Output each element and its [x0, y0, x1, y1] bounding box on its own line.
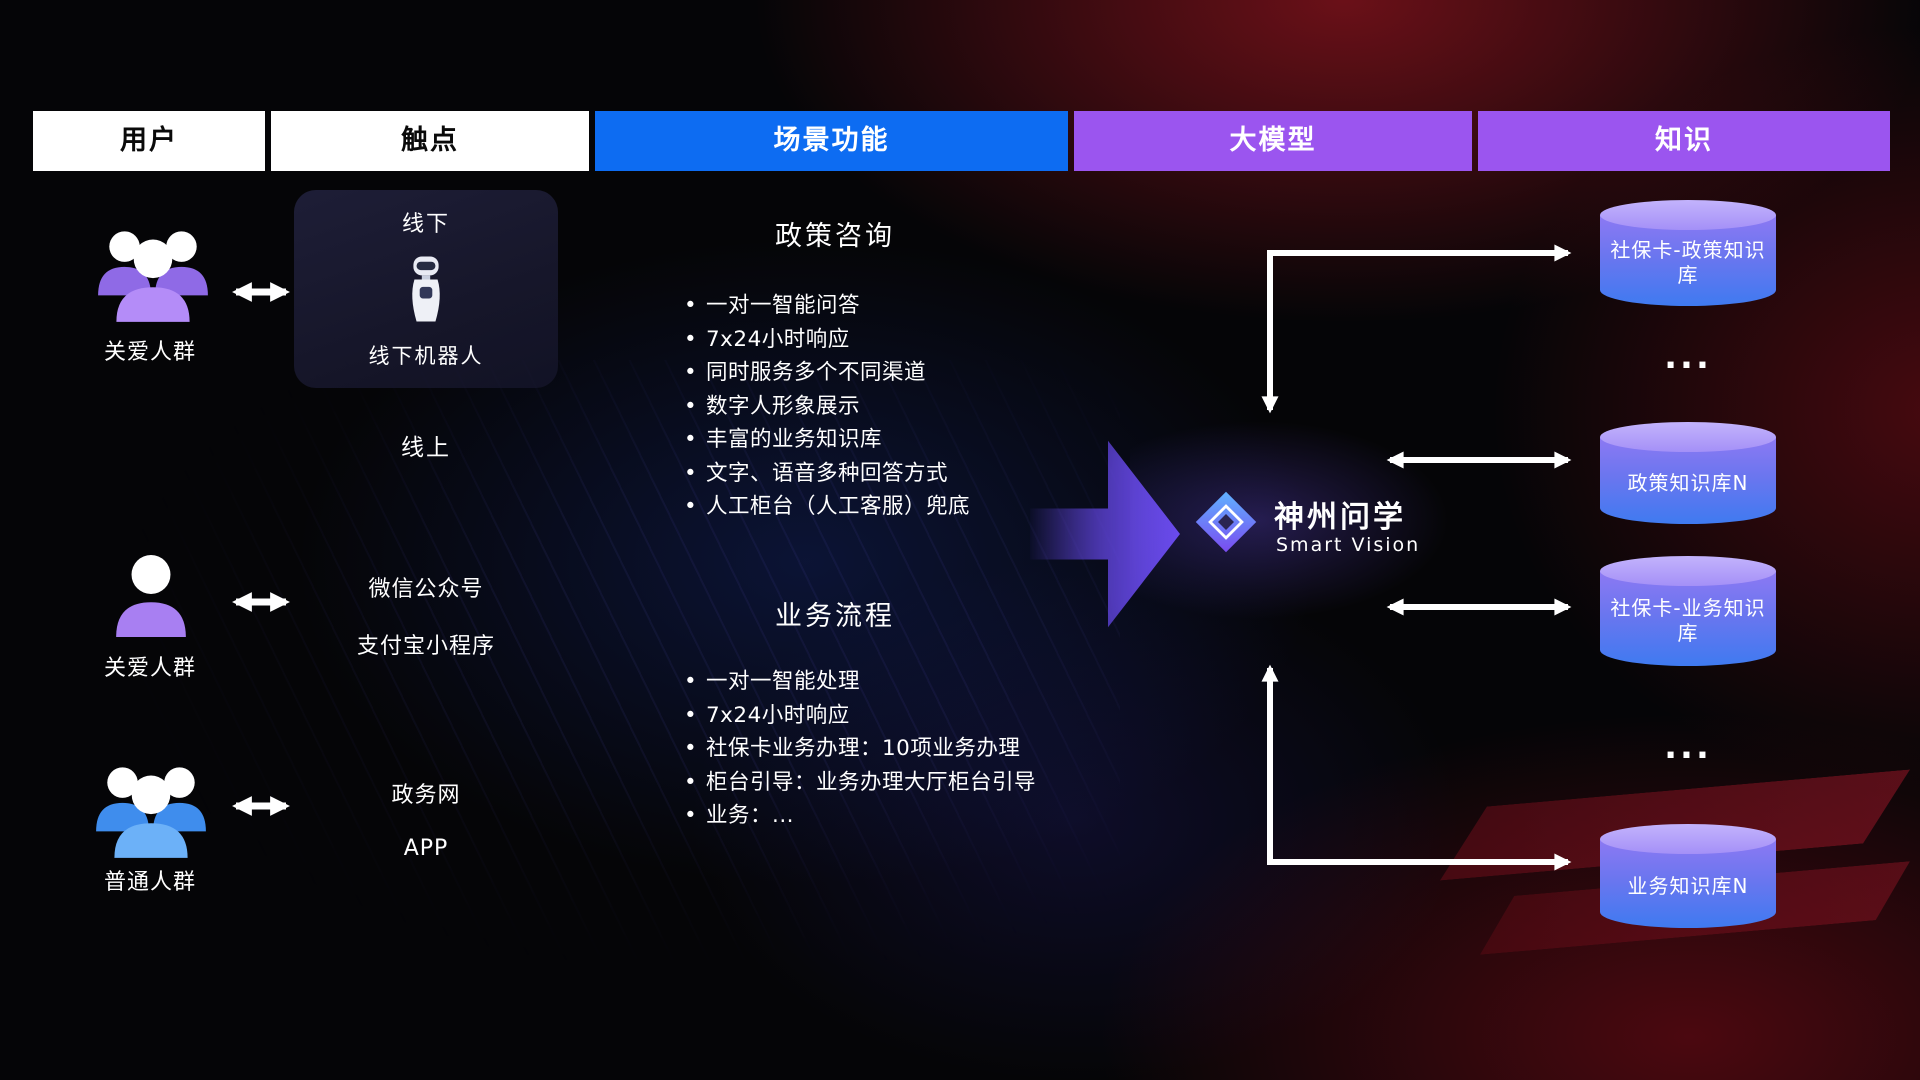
- scene-policy-item: 人工柜台（人工客服）兜底: [682, 490, 1112, 524]
- group-people-purple-icon: [92, 218, 214, 324]
- column-header-touchpoints: 触点: [271, 111, 589, 171]
- scene-title-business: 业务流程: [775, 601, 895, 632]
- model-name: 神州问学: [1274, 500, 1406, 535]
- cylinder-body: [1600, 571, 1776, 666]
- group-people-blue-icon: [90, 754, 212, 860]
- knowledge-db-business-n: 业务知识库N: [1600, 824, 1776, 928]
- offline-touchpoint-panel: 线下 线下机器人: [294, 190, 558, 388]
- touchpoint-app: APP: [403, 836, 449, 861]
- ellipsis-dots: ...: [1664, 337, 1712, 377]
- knowledge-db-label: 社保卡-政策知识库: [1610, 238, 1766, 287]
- knowledge-db-label: 社保卡-业务知识库: [1610, 596, 1766, 645]
- knowledge-db-label: 政策知识库N: [1627, 470, 1749, 495]
- touchpoint-alipay: 支付宝小程序: [356, 634, 495, 659]
- knowledge-db-policy-n: 政策知识库N: [1600, 422, 1776, 524]
- scene-business-list: 一对一智能处理 7x24小时响应 社保卡业务办理：10项业务办理 柜台引导：业务…: [682, 665, 1112, 833]
- offline-robot-label: 线下机器人: [368, 344, 484, 368]
- user-label-care-group-1: 关爱人群: [103, 340, 196, 365]
- scene-policy-list: 一对一智能问答 7x24小时响应 同时服务多个不同渠道 数字人形象展示 丰富的业…: [682, 289, 1112, 524]
- column-header-users: 用户: [33, 111, 265, 171]
- single-person-purple-icon: [110, 550, 192, 638]
- scene-policy-item: 7x24小时响应: [682, 323, 1112, 357]
- column-header-model: 大模型: [1074, 111, 1472, 171]
- column-header-scenes: 场景功能: [595, 111, 1068, 171]
- scene-policy-item: 丰富的业务知识库: [682, 423, 1112, 457]
- user-label-care-group-2: 关爱人群: [103, 656, 196, 681]
- knowledge-db-socialcard-business: 社保卡-业务知识库: [1600, 556, 1776, 666]
- model-subtitle: Smart Vision: [1276, 534, 1421, 556]
- scene-business-item: 柜台引导：业务办理大厅柜台引导: [682, 766, 1112, 800]
- scene-business-item: 社保卡业务办理：10项业务办理: [682, 732, 1112, 766]
- touchpoint-wechat: 微信公众号: [368, 577, 484, 602]
- cylinder-body: [1600, 215, 1776, 306]
- smart-vision-logo-icon: [1190, 486, 1262, 558]
- user-label-general-group: 普通人群: [103, 870, 196, 895]
- ellipsis-dots: ...: [1664, 727, 1712, 767]
- cylinder-top: [1600, 422, 1776, 452]
- scene-title-policy: 政策咨询: [775, 221, 895, 252]
- scene-business-item: 一对一智能处理: [682, 665, 1112, 699]
- scene-policy-item: 同时服务多个不同渠道: [682, 356, 1112, 390]
- knowledge-db-socialcard-policy: 社保卡-政策知识库: [1600, 200, 1776, 306]
- robot-icon: [405, 253, 447, 325]
- offline-title: 线下: [401, 212, 450, 237]
- model-knowledge-arrow-top-L: [1261, 244, 1572, 414]
- scene-policy-item: 文字、语音多种回答方式: [682, 457, 1112, 491]
- touchpoint-gov-site: 政务网: [391, 783, 461, 808]
- cylinder-top: [1600, 824, 1776, 854]
- cylinder-top: [1600, 556, 1776, 586]
- scene-business-item: 业务：...: [682, 799, 1112, 833]
- knowledge-db-label: 业务知识库N: [1627, 873, 1749, 898]
- scene-policy-item: 一对一智能问答: [682, 289, 1112, 323]
- scene-policy-item: 数字人形象展示: [682, 390, 1112, 424]
- column-header-knowledge: 知识: [1478, 111, 1890, 171]
- cylinder-top: [1600, 200, 1776, 230]
- online-title: 线上: [401, 435, 451, 461]
- model-knowledge-arrow-bottom-L: [1261, 664, 1572, 871]
- scene-business-item: 7x24小时响应: [682, 699, 1112, 733]
